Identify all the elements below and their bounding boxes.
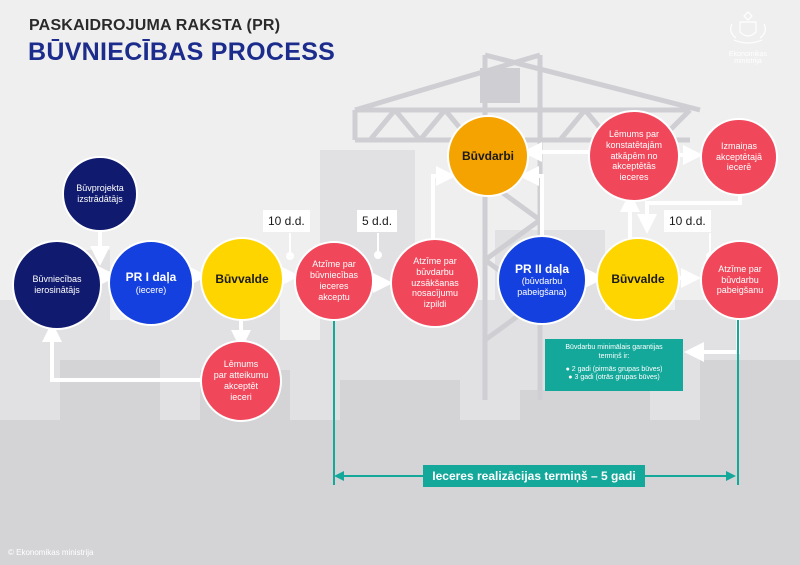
- guarantee-title: Būvdarbu minimālais garantijas termiņš i…: [565, 344, 663, 360]
- node-pr-i-dala: PR I daļa(iecere): [108, 240, 194, 326]
- tag-5-dd: 5 d.d.: [357, 210, 398, 232]
- logo-text: Ekonomikas ministrija: [728, 51, 768, 65]
- guarantee-box: Būvdarbu minimālais garantijas termiņš i…: [545, 339, 683, 391]
- node-atzime-nosacijumi: Atzīme par būvdarbu uzsākšanas nosacījum…: [390, 238, 480, 328]
- node-buvdarbi: Būvdarbi: [447, 115, 529, 197]
- tag-10-dd-first: 10 d.d.: [263, 210, 310, 232]
- node-lemums-atteikumu: Lēmums par atteikumu akceptēt ieceri: [200, 340, 282, 422]
- page-title: BŪVNIECĪBAS PROCESS: [28, 38, 336, 66]
- node-buvprojekta-izstradatajs: Būvprojekta izstrādātājs: [62, 156, 138, 232]
- footer-copyright: © Ekonomikas ministrija: [8, 548, 94, 557]
- page-subtitle: PASKAIDROJUMA RAKSTA (PR): [29, 17, 281, 34]
- guarantee-item-1: 2 gadi (pirmās grupas būves): [571, 365, 663, 373]
- node-buvvalde-1: Būvvalde: [200, 237, 284, 321]
- node-lemums-atkapem: Lēmums par konstatētajām atkāpēm no akce…: [588, 110, 680, 202]
- node-pr-ii-dala: PR II daļa(būvdarbu pabeigšana): [497, 235, 587, 325]
- node-atzime-pabeigsanu: Atzīme par būvdarbu pabeigšanu: [700, 240, 780, 320]
- logo: Ekonomikas ministrija: [716, 8, 780, 65]
- tag-10-dd-second: 10 d.d.: [664, 210, 711, 232]
- term-label: Ieceres realizācijas termiņš – 5 gadi: [423, 465, 645, 487]
- node-atzime-akceptu: Atzīme par būvniecības ieceres akceptu: [294, 241, 374, 321]
- node-buvvalde-2: Būvvalde: [596, 237, 680, 321]
- coat-of-arms-icon: [730, 11, 766, 44]
- guarantee-item-2: 3 gadi (otrās grupas būves): [574, 374, 660, 382]
- node-izmainas: Izmaiņas akceptētajā iecerē: [700, 118, 778, 196]
- node-buvniecibas-ierosinatajs: Būvniecības ierosinātājs: [12, 240, 102, 330]
